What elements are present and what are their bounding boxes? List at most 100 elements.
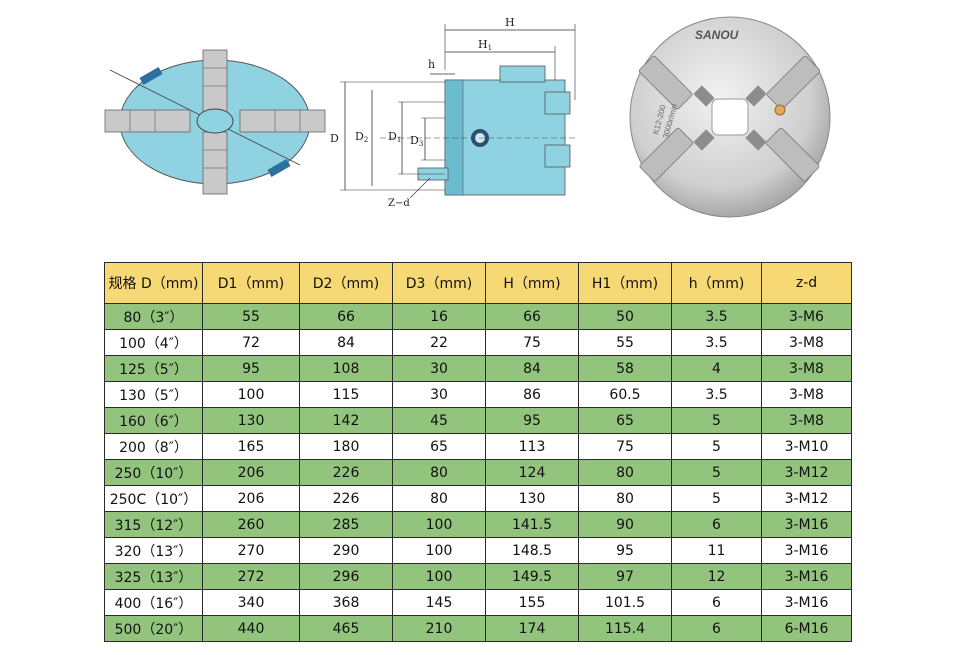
table-cell: 3.5 [671,303,762,330]
table-cell: 95 [485,407,579,434]
table-cell: 500（20″） [104,615,203,642]
table-cell: 55 [578,329,672,356]
table-cell: 4 [671,355,762,382]
table-cell: 148.5 [485,537,579,564]
chuck-section-drawing: H H1 h D D2 D1 D3 Z−d [330,16,576,209]
table-cell: 3-M8 [761,381,852,408]
table-cell: 30 [392,355,486,382]
table-cell: 115 [299,381,393,408]
table-cell: 97 [578,563,672,590]
table-cell: 75 [578,433,672,460]
table-cell: 149.5 [485,563,579,590]
table-cell: 100 [392,537,486,564]
table-cell: 296 [299,563,393,590]
table-cell: 101.5 [578,589,672,616]
table-cell: 165 [202,433,300,460]
table-cell: 206 [202,485,300,512]
chuck-product-photo: SANOU K12-200 3000r/min [629,16,831,218]
table-cell: 325（13″） [104,563,203,590]
table-cell: 125（5″） [104,355,203,382]
column-header: 规格 D（mm) [104,262,203,304]
table-cell: 141.5 [485,511,579,538]
table-cell: 84 [299,329,393,356]
column-header: D3（mm) [392,262,486,304]
column-header: H（mm) [485,262,579,304]
column-header: H1（mm) [578,262,672,304]
table-cell: 113 [485,433,579,460]
header-row: 规格 D（mm)D1（mm)D2（mm)D3（mm)H（mm)H1（mm)h（m… [104,262,852,304]
chuck-front-view-drawing [104,49,326,195]
table-cell: 368 [299,589,393,616]
table-cell: 5 [671,407,762,434]
table-cell: 3.5 [671,329,762,356]
table-cell: 270 [202,537,300,564]
table-cell: 22 [392,329,486,356]
table-cell: 3-M16 [761,511,852,538]
table-cell: 155 [485,589,579,616]
table-cell: 226 [299,485,393,512]
table-cell: 145 [392,589,486,616]
dim-label-zd: Z−d [388,198,410,209]
table-cell: 80 [578,485,672,512]
table-cell: 260 [202,511,300,538]
table-cell: 50 [578,303,672,330]
table-cell: 60.5 [578,381,672,408]
table-cell: 100 [392,563,486,590]
table-cell: 142 [299,407,393,434]
table-cell: 84 [485,355,579,382]
dim-label-H1: H1 [478,38,492,52]
table-cell: 72 [202,329,300,356]
table-cell: 16 [392,303,486,330]
table-cell: 210 [392,615,486,642]
table-cell: 65 [392,433,486,460]
table-cell: 95 [578,537,672,564]
table-cell: 226 [299,459,393,486]
table-cell: 290 [299,537,393,564]
table-cell: 100 [392,511,486,538]
table-cell: 95 [202,355,300,382]
table-cell: 3-M8 [761,355,852,382]
table-cell: 320（13″） [104,537,203,564]
column-header: z-d [761,262,852,304]
table-cell: 80（3″） [104,303,203,330]
table-cell: 80 [578,459,672,486]
dim-label-h: h [428,58,435,71]
table-cell: 3-M12 [761,485,852,512]
table-cell: 3-M8 [761,407,852,434]
table-cell: 130 [202,407,300,434]
dim-label-D: D [330,132,339,145]
table-cell: 315（12″） [104,511,203,538]
table-cell: 285 [299,511,393,538]
table-cell: 3-M12 [761,459,852,486]
table-cell: 115.4 [578,615,672,642]
table-cell: 45 [392,407,486,434]
table-cell: 3-M8 [761,329,852,356]
table-cell: 5 [671,459,762,486]
table-cell: 65 [578,407,672,434]
photo-brand: SANOU [695,28,739,42]
table-cell: 3-M6 [761,303,852,330]
table-cell: 124 [485,459,579,486]
table-cell: 75 [485,329,579,356]
table-cell: 80 [392,459,486,486]
table-cell: 58 [578,355,672,382]
table-cell: 100 [202,381,300,408]
figures: H H1 h D D2 D1 D3 Z−d [0,0,960,250]
table-cell: 250（10″） [104,459,203,486]
table-cell: 440 [202,615,300,642]
dim-label-D3: D3 [410,134,423,148]
spec-table: 规格 D（mm)D1（mm)D2（mm)D3（mm)H（mm)H1（mm)h（m… [104,262,852,642]
table-cell: 174 [485,615,579,642]
table-cell: 3-M16 [761,589,852,616]
dim-label-H: H [505,16,515,29]
table-cell: 250C（10″） [104,485,203,512]
